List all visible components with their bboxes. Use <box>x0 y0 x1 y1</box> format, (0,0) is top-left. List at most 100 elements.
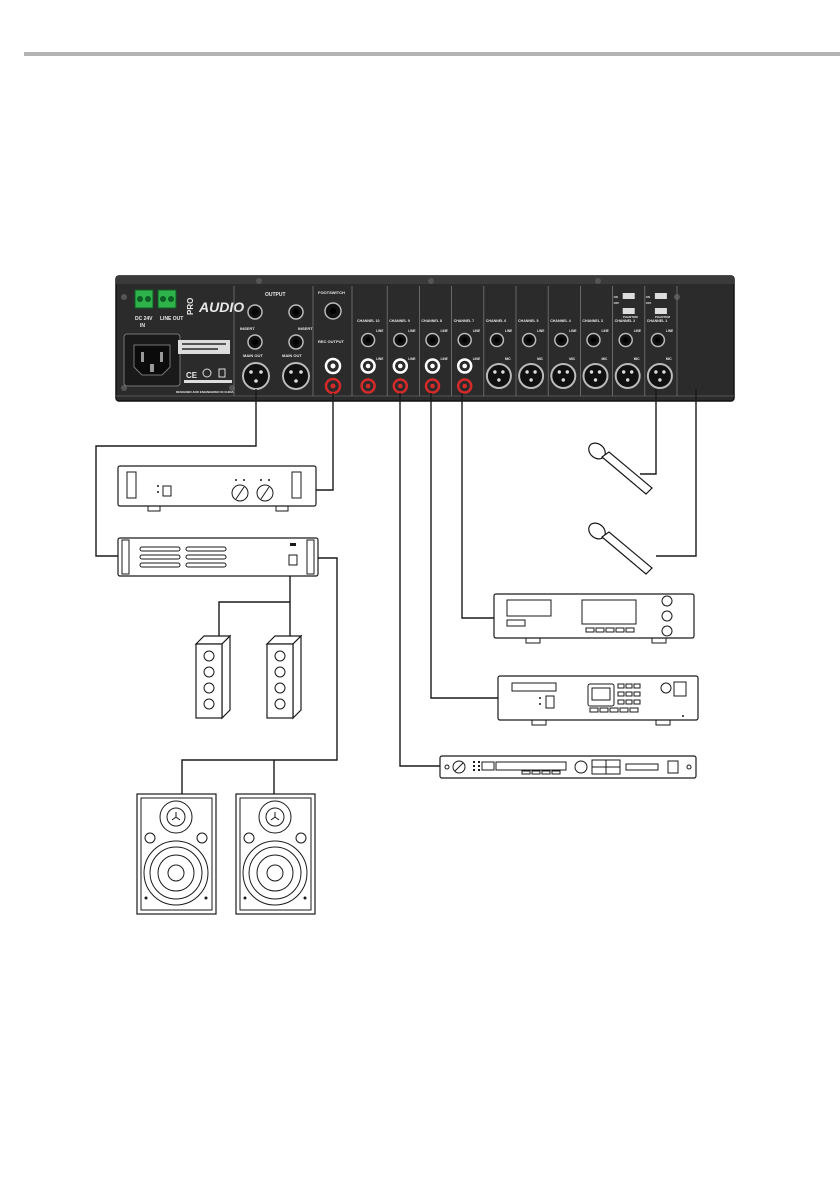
xlr-mic-input <box>646 363 673 389</box>
rec-output-label: REC OUTPUT <box>318 339 345 344</box>
in-label: IN <box>140 323 145 329</box>
phantom-on-label: ON <box>646 295 650 299</box>
channel-label: CHANNEL 6 <box>486 319 507 323</box>
footswitch-label: FOOTSWITCH <box>318 290 345 295</box>
rca-red-jack <box>360 378 376 394</box>
channel-label: CHANNEL 7 <box>454 319 475 323</box>
channel-label: CHANNEL 10 <box>357 319 380 323</box>
dc-label: DC 24V <box>135 316 153 322</box>
column-speaker-right <box>265 634 303 720</box>
channel-label: CHANNEL 1 <box>647 319 668 323</box>
channel-9-section: CHANNEL 9 LINE LINE <box>389 286 420 396</box>
knob-icon <box>574 760 588 774</box>
line-input-jack <box>650 332 666 348</box>
line-input-jack <box>457 332 472 348</box>
knob-icon <box>452 760 466 774</box>
rca-red-jack <box>424 378 441 394</box>
line-label: LINE <box>537 329 544 333</box>
brand-large: AUDIO <box>198 299 244 315</box>
line-label: LINE <box>441 357 448 361</box>
rca-white-jack <box>360 358 376 374</box>
knob-icon <box>661 595 673 607</box>
line-input-jack <box>393 332 408 348</box>
rca-red-jack <box>392 378 409 394</box>
amp-to-columns-cable <box>218 575 291 636</box>
line-label: LINE <box>441 329 448 333</box>
channel-label: CHANNEL 9 <box>389 319 410 323</box>
recorder-unit <box>117 465 317 512</box>
channel-label: CHANNEL 4 <box>550 319 571 323</box>
line-label: LINE <box>569 329 576 333</box>
main-out-cable <box>95 389 257 557</box>
xlr-mic-input <box>485 363 512 389</box>
channel-8-cable <box>430 393 498 699</box>
audio-device-2 <box>497 675 699 726</box>
monitor-speaker-right <box>235 793 316 915</box>
mixer-rear-panel: DC 24V IN LINE OUT PRO AUDIO CE DESIGNED… <box>115 275 735 402</box>
dc-in-terminal <box>134 289 154 309</box>
xlr-mic-input <box>518 363 545 389</box>
channel-9-cable <box>399 393 440 767</box>
line-label: LINE <box>634 329 641 333</box>
line-input-jack <box>586 332 601 348</box>
microphone-1-icon <box>588 442 653 495</box>
main-out-xlr-left <box>242 362 270 390</box>
xlr-mic-input <box>614 363 641 389</box>
rca-white-jack <box>424 358 441 374</box>
phantom-off-label: OFF <box>646 301 652 305</box>
knob-icon <box>661 625 673 637</box>
channel-4-section: CHANNEL 4 LINE MIC <box>550 286 581 396</box>
phantom-off-label: OFF <box>614 301 620 305</box>
insert-label-left: INSERT <box>240 326 255 331</box>
line-label: LINE <box>505 329 512 333</box>
knob-icon <box>256 484 274 502</box>
effects-processor <box>439 755 697 779</box>
line-input-jack <box>489 332 505 348</box>
line-out-terminal <box>157 289 177 309</box>
microphone-2-icon <box>588 522 653 575</box>
channel-label: CHANNEL 5 <box>518 319 539 323</box>
brand-logo: PRO AUDIO <box>186 298 244 315</box>
xlr-mic-input <box>550 363 577 389</box>
made-in-label: DESIGNED AND ENGINEERED IN CHINA <box>176 390 235 394</box>
rca-white-jack <box>456 358 473 374</box>
line-label: LINE <box>408 357 415 361</box>
main-out-xlr-right <box>282 362 310 390</box>
output-jacks <box>247 304 304 350</box>
phantom-on-label: ON <box>614 295 618 299</box>
phantom-switch <box>654 293 667 314</box>
line-input-jack <box>425 332 440 348</box>
line-label: LINE <box>473 357 480 361</box>
header-rule <box>24 52 840 56</box>
line-out-label: LINE OUT <box>160 316 183 322</box>
amp-to-monitors-cable <box>181 557 338 794</box>
line-label: LINE <box>473 329 480 333</box>
output-label: OUTPUT <box>265 292 286 298</box>
warning-label <box>178 340 230 354</box>
mic-label: MIC <box>569 357 576 361</box>
connection-cables <box>95 389 697 794</box>
knob-icon <box>660 682 672 694</box>
channel-7-section: CHANNEL 7 LINE LINE <box>454 286 485 396</box>
recycle-icon <box>218 368 226 378</box>
line-input-jack <box>618 332 633 348</box>
mic-label: MIC <box>666 357 673 361</box>
main-out-label-right: MAIN OUT <box>282 353 302 358</box>
line-label: LINE <box>408 329 415 333</box>
line-input-jack <box>554 332 569 348</box>
xlr-mic-input <box>582 363 609 389</box>
rca-white-jack <box>392 358 409 374</box>
insert-label-right: INSERT <box>298 326 313 331</box>
channel-2-cable <box>640 389 657 475</box>
power-amplifier <box>117 537 319 577</box>
line-input-jack <box>360 332 376 348</box>
knob-icon <box>661 610 673 622</box>
